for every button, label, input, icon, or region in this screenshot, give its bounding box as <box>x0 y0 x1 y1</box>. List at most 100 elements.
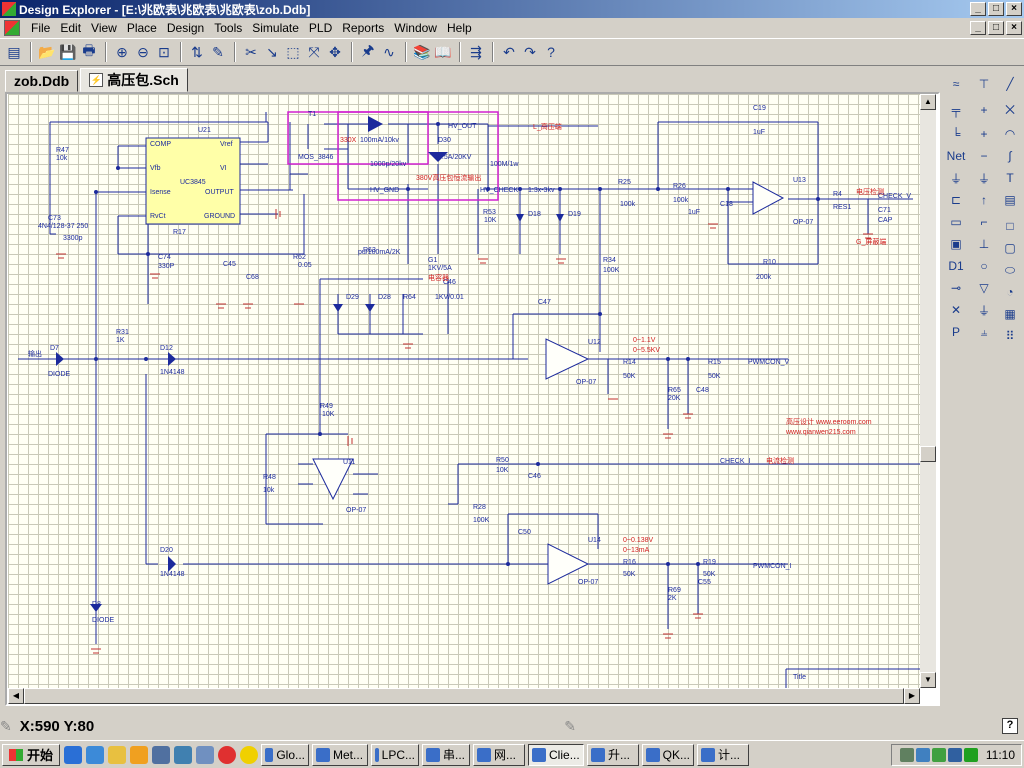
scroll-down-button[interactable]: ▼ <box>920 672 936 688</box>
task-lpc[interactable]: LPC... <box>371 743 420 766</box>
vertical-scrollbar[interactable]: ▲ ▼ <box>920 94 936 688</box>
horizontal-scroll-thumb[interactable] <box>24 688 904 704</box>
round-rect-tool-icon[interactable]: ▢ <box>1004 241 1016 255</box>
polygon-tool-icon[interactable]: ⨉ <box>1005 102 1015 117</box>
menu-view[interactable]: View <box>91 21 117 35</box>
undo-icon[interactable]: ↶ <box>503 43 515 60</box>
ellipse-tool-icon[interactable]: ⬭ <box>1004 262 1016 277</box>
save-icon[interactable]: 💾 <box>59 43 77 60</box>
minimize-button[interactable]: _ <box>970 2 986 16</box>
gnd-power-icon[interactable]: ▽ <box>979 281 989 295</box>
task-glo[interactable]: Glo... <box>261 743 310 766</box>
no-erc-icon[interactable]: ✕ <box>950 303 962 317</box>
bar-power-icon[interactable]: ⊥ <box>978 237 990 251</box>
power-port-icon[interactable]: ⏚ <box>949 171 962 186</box>
probe-icon[interactable]: 🖈 <box>361 42 375 58</box>
deselect-icon[interactable]: ⤧ <box>308 43 320 60</box>
plus5-power-icon[interactable]: + <box>980 127 988 141</box>
flashget-icon[interactable] <box>218 745 237 764</box>
pcb-layout-icon[interactable]: P <box>951 325 960 339</box>
array-tool-icon[interactable]: ⠿ <box>1005 329 1015 343</box>
minus5-power-icon[interactable]: − <box>980 149 988 163</box>
scroll-right-button[interactable]: ▶ <box>904 688 920 704</box>
close-button[interactable]: × <box>1006 2 1022 16</box>
network-tray-icon[interactable] <box>915 747 930 762</box>
tab-zob-ddb[interactable]: zob.Ddb <box>5 70 79 92</box>
sheet-entry-icon[interactable]: ▣ <box>950 237 962 251</box>
ie-icon[interactable] <box>64 745 83 764</box>
port-tool-icon[interactable]: D1 <box>948 259 964 273</box>
start-button[interactable]: 开始 <box>2 743 61 766</box>
menu-simulate[interactable]: Simulate <box>252 21 299 35</box>
redo-icon[interactable]: ↷ <box>524 43 536 60</box>
menu-file[interactable]: File <box>31 21 51 35</box>
tab-hv-pack-sch[interactable]: ⚡高压包.Sch <box>80 68 188 92</box>
rectangle-tool-icon[interactable]: □ <box>1006 219 1014 233</box>
arc-tool-icon[interactable]: ◠ <box>1004 127 1016 141</box>
bus-entry-tool-icon[interactable]: ╘ <box>951 127 961 141</box>
app-icon-2[interactable] <box>196 745 215 764</box>
zoom-fit-icon[interactable]: ⊡ <box>158 43 170 60</box>
menu-pld[interactable]: PLD <box>308 21 333 35</box>
sheet-symbol-icon[interactable]: ▭ <box>950 215 962 229</box>
graphic-tool-icon[interactable]: ▦ <box>1004 307 1016 321</box>
task-upgrade[interactable]: 升... <box>587 743 640 766</box>
task-network[interactable]: 网... <box>473 743 526 766</box>
vertical-scroll-thumb[interactable] <box>920 446 936 462</box>
media-player-icon[interactable] <box>130 745 149 764</box>
task-calc[interactable]: 计... <box>697 743 750 766</box>
text-frame-icon[interactable]: ▤ <box>1004 193 1016 207</box>
bus-tool-icon[interactable]: ╤ <box>951 103 961 117</box>
wave-power-icon[interactable]: ⌐ <box>980 215 988 229</box>
security-icon[interactable] <box>963 747 978 762</box>
zoom-out-icon[interactable]: ⊖ <box>137 43 149 60</box>
maximize-button[interactable]: □ <box>988 2 1004 16</box>
arrow-power-icon[interactable]: ↑ <box>981 193 987 207</box>
document-icon[interactable] <box>4 20 20 36</box>
task-serial[interactable]: 串... <box>422 743 471 766</box>
library-icon[interactable]: 📚 <box>413 43 431 60</box>
network-icon[interactable] <box>174 745 193 764</box>
wire-icon[interactable]: ∿ <box>383 43 395 60</box>
menu-design[interactable]: Design <box>166 21 205 35</box>
junction-tool-icon[interactable]: ⊸ <box>950 281 962 295</box>
help-icon[interactable]: ? <box>547 44 555 60</box>
menu-window[interactable]: Window <box>394 21 437 35</box>
menu-help[interactable]: Help <box>446 21 472 35</box>
task-client[interactable]: Clie... <box>528 743 585 766</box>
task-met[interactable]: Met... <box>312 743 369 766</box>
net-label-icon[interactable]: Net <box>946 149 966 163</box>
menu-edit[interactable]: Edit <box>60 21 82 35</box>
zoom-in-icon[interactable]: ⊕ <box>116 43 128 60</box>
hierarchy-icon[interactable]: ⇅ <box>191 43 203 60</box>
antivirus-icon[interactable] <box>931 747 946 762</box>
increment-icon[interactable]: ⇶ <box>470 43 482 60</box>
part-tool-icon[interactable]: ⊏ <box>950 193 962 207</box>
select-area-icon[interactable]: ⬚ <box>286 43 300 60</box>
signal-ground-icon[interactable]: ⏚ <box>977 171 990 186</box>
move-icon[interactable]: ✥ <box>329 43 341 60</box>
scroll-up-button[interactable]: ▲ <box>920 94 936 110</box>
text-tool-icon[interactable]: T <box>1006 171 1014 185</box>
menu-tools[interactable]: Tools <box>214 21 243 35</box>
earth-ground-icon[interactable]: ⏚ <box>977 303 990 318</box>
wire-tool-icon[interactable]: ≈ <box>952 77 960 91</box>
edit-pencil-icon[interactable]: ✎ <box>212 43 224 60</box>
volume-icon[interactable] <box>899 747 914 762</box>
doc-restore-button[interactable]: □ <box>988 21 1004 35</box>
task-qk[interactable]: QK... <box>642 743 695 766</box>
circle-power-icon[interactable]: ○ <box>980 259 988 273</box>
horizontal-scrollbar[interactable]: ◀ ▶ <box>8 688 920 704</box>
open-folder-icon[interactable]: 📂 <box>38 43 56 60</box>
plus12-power-icon[interactable]: + <box>980 103 988 117</box>
browse-library-icon[interactable]: 📖 <box>434 43 452 60</box>
scroll-left-button[interactable]: ◀ <box>8 688 24 704</box>
print-icon[interactable]: 🖶 <box>82 42 96 58</box>
desktop-icon[interactable] <box>152 745 171 764</box>
menu-reports[interactable]: Reports <box>342 21 385 35</box>
cut-icon[interactable]: ✂ <box>245 43 257 60</box>
chassis-ground-icon[interactable]: ⫨ <box>980 324 988 339</box>
doc-minimize-button[interactable]: _ <box>970 21 986 35</box>
doc-close-button[interactable]: × <box>1006 21 1022 35</box>
